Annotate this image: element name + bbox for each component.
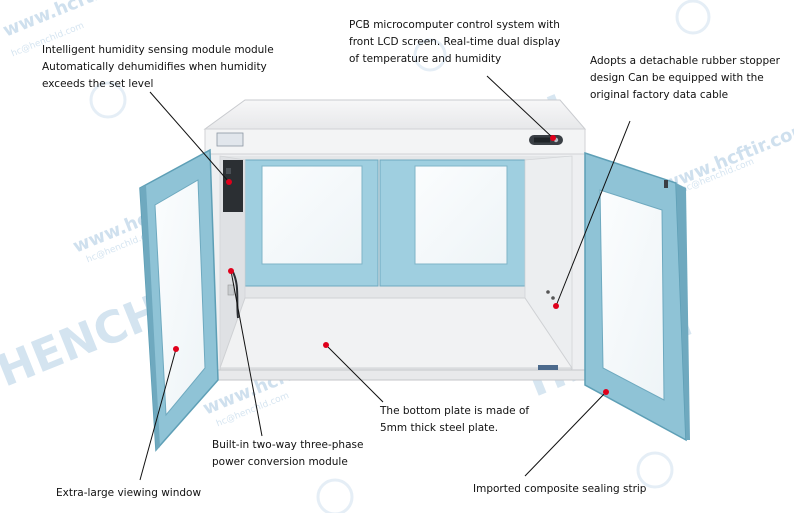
callout-stopper-line1: Adopts a detachable rubber stopper [590,55,780,67]
callout-power-module: Built-in two-way three-phase power conve… [212,437,363,471]
leader-power [230,270,263,437]
callout-viewing-window: Extra-large viewing window [56,485,201,502]
callout-humidity-line3: exceeds the set level [42,78,154,90]
callout-pcb-control: PCB microcomputer control system with fr… [349,17,560,68]
callout-bottom-line1: The bottom plate is made of [380,405,530,417]
leader-bottom-plate [325,344,384,403]
callout-pcb-line3: of temperature and humidity [349,53,502,65]
power-module-cable [231,269,239,319]
marker-stopper [553,303,559,309]
callout-bottom-line2: 5mm thick steel plate. [380,422,499,434]
leader-lines [139,75,631,481]
left-door-glass [154,179,206,417]
cabinet-base [204,369,586,381]
right-door-glass [599,189,665,401]
callout-bottom-plate: The bottom plate is made of 5mm thick st… [380,403,529,437]
leader-sealing [524,391,607,477]
callout-sealing-line1: Imported composite sealing strip [473,483,647,495]
cabinet-front-strip [204,128,586,155]
callout-pcb-line2: front LCD screen. Real-time dual display [349,36,561,48]
callout-power-line1: Built-in two-way three-phase [212,439,364,451]
marker-bottom-plate [323,342,329,348]
marker-humidity [226,179,232,185]
leader-humidity [149,91,230,183]
label-plate [216,132,244,147]
callout-window-line1: Extra-large viewing window [56,487,202,499]
callout-power-line2: power conversion module [212,456,348,468]
callout-humidity-line2: Automatically dehumidifies when humidity [42,61,267,73]
callout-sealing-strip: Imported composite sealing strip [473,481,646,498]
humidity-module [223,160,243,212]
callout-pcb-line1: PCB microcomputer control system with [349,19,560,31]
callout-rubber-stopper: Adopts a detachable rubber stopper desig… [590,53,780,104]
marker-power [228,268,234,274]
leader-window [139,348,177,481]
callout-stopper-line2: design Can be equipped with the [590,72,764,84]
leader-pcb [486,75,554,139]
callout-stopper-line3: original factory data cable [590,89,729,101]
marker-pcb [550,135,556,141]
brand-plate [538,365,558,370]
bottom-plate [219,297,573,369]
callout-humidity-module: Intelligent humidity sensing module modu… [42,42,274,93]
marker-dots [173,135,609,395]
leader-stopper [555,120,631,307]
callout-humidity-line1: Intelligent humidity sensing module modu… [42,44,274,56]
marker-sealing [603,389,609,395]
marker-window [173,346,179,352]
